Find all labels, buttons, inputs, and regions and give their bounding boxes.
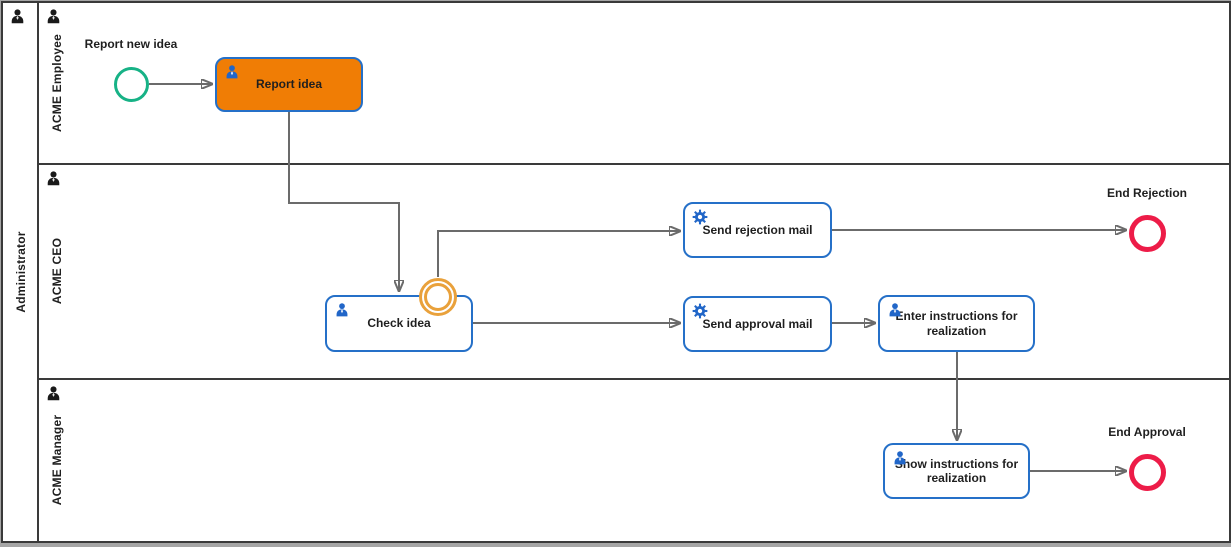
boundary-event-inner-ring bbox=[424, 283, 452, 311]
lane-label-acme-manager: ACME Manager bbox=[50, 414, 64, 506]
user-task-icon bbox=[894, 451, 906, 465]
user-task-icon bbox=[889, 303, 901, 317]
task-enter-instructions[interactable]: Enter instructions for realization bbox=[878, 295, 1035, 352]
gear-icon bbox=[692, 209, 708, 225]
user-task-icon bbox=[336, 303, 348, 317]
task-label: Enter instructions for realization bbox=[895, 309, 1018, 338]
gear-icon bbox=[692, 303, 708, 319]
start-event[interactable] bbox=[114, 67, 149, 102]
task-label: Report idea bbox=[255, 77, 322, 92]
end-approval-event[interactable] bbox=[1129, 454, 1166, 491]
end-approval-label: End Approval bbox=[1108, 425, 1186, 439]
pool-person-icon bbox=[11, 9, 24, 24]
task-send-approval-mail[interactable]: Send approval mail bbox=[683, 296, 832, 352]
task-label: Show instructions for realization bbox=[894, 456, 1019, 485]
task-label: Send approval mail bbox=[702, 316, 813, 331]
lane-ceo-person-icon bbox=[47, 171, 60, 186]
end-rejection-event[interactable] bbox=[1129, 215, 1166, 252]
lane-divider-1 bbox=[39, 163, 1229, 165]
task-show-instructions[interactable]: Show instructions for realization bbox=[883, 443, 1030, 499]
task-label: Check idea bbox=[367, 316, 431, 331]
pool-header-divider bbox=[37, 1, 39, 543]
pool-label: Administrator bbox=[14, 231, 28, 313]
task-label: Send rejection mail bbox=[702, 222, 813, 237]
start-event-label: Report new idea bbox=[84, 37, 178, 51]
lane-employee-person-icon bbox=[47, 9, 60, 24]
task-report-idea[interactable]: Report idea bbox=[215, 57, 363, 112]
task-send-rejection-mail[interactable]: Send rejection mail bbox=[683, 202, 832, 258]
end-rejection-label: End Rejection bbox=[1106, 186, 1187, 200]
lane-label-acme-ceo: ACME CEO bbox=[50, 237, 64, 305]
lane-manager-person-icon bbox=[47, 386, 60, 401]
lane-divider-2 bbox=[39, 378, 1229, 380]
boundary-event[interactable] bbox=[419, 278, 457, 316]
user-task-icon bbox=[226, 65, 238, 79]
